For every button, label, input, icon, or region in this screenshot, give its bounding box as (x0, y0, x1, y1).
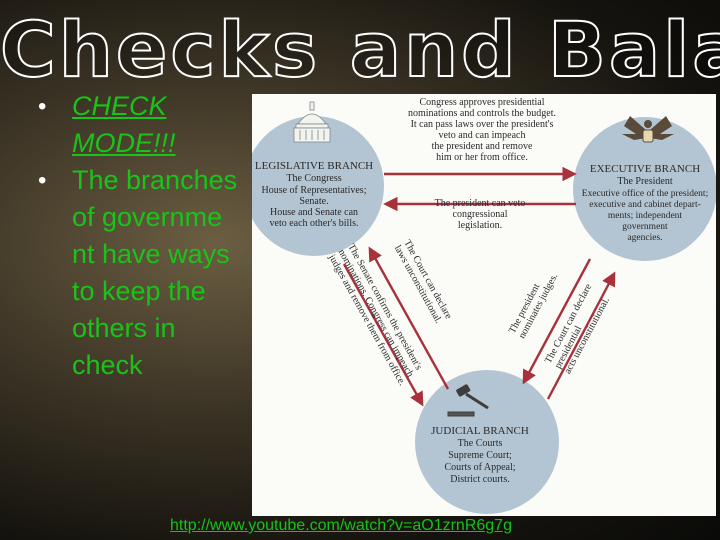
judicial-line3: District courts. (450, 474, 509, 485)
legislative-name: The Congress (286, 173, 341, 184)
judicial-line1: Supreme Court; (448, 450, 512, 461)
bullet-list: • CHECK MODE!!! • The branches of govern… (28, 88, 243, 384)
judicial-line2: Courts of Appeal; (444, 462, 515, 473)
mid-check-line1: The president can veto (435, 198, 526, 209)
executive-name: The President (617, 176, 672, 187)
legislative-line2: Senate. (299, 196, 328, 207)
top-check-line3: It can pass laws over the president's (411, 119, 554, 130)
checks-and-balances-diagram: LEGISLATIVE BRANCH The Congress House of… (252, 94, 716, 516)
legislative-line4: veto each other's bills. (270, 218, 359, 229)
mid-check-line2: congressional (453, 209, 508, 220)
top-check-line5: the president and remove (432, 141, 533, 152)
legislative-line1: House of Representatives; (262, 185, 367, 196)
bullet-dot-icon: • (38, 88, 46, 125)
top-check-line6: him or her from office. (436, 152, 528, 163)
executive-line1: Executive office of the president; (582, 188, 708, 199)
bullet-text-check-mode[interactable]: CHECK MODE!!! (72, 91, 176, 158)
executive-line2: executive and cabinet depart- (589, 200, 701, 210)
mid-check-line3: legislation. (458, 220, 502, 231)
legislative-title: LEGISLATIVE BRANCH (255, 160, 373, 172)
diagram-svg: LEGISLATIVE BRANCH The Congress House of… (252, 94, 716, 516)
bullet-item: • CHECK MODE!!! (28, 88, 243, 162)
judicial-title: JUDICIAL BRANCH (431, 425, 529, 437)
bullet-text-branches: The branches of governme nt have ways to… (72, 165, 237, 380)
top-check-line1: Congress approves presidential (420, 97, 545, 108)
executive-line4: government (622, 222, 668, 232)
slide-title: Checks and Balances (0, 12, 720, 88)
legislative-line3: House and Senate can (270, 207, 358, 218)
judicial-name: The Courts (458, 438, 503, 449)
top-check-line4: veto and can impeach (439, 130, 526, 141)
executive-line5: agencies. (627, 233, 662, 243)
capitol-icon (294, 102, 330, 142)
executive-line3: ments; independent (608, 211, 682, 221)
top-check-line2: nominations and controls the budget. (408, 108, 556, 119)
youtube-link[interactable]: http://www.youtube.com/watch?v=aO1zrnR6g… (170, 517, 512, 535)
executive-title: EXECUTIVE BRANCH (590, 163, 700, 175)
bullet-item: • The branches of governme nt have ways … (28, 162, 243, 384)
bullet-dot-icon: • (38, 162, 46, 199)
